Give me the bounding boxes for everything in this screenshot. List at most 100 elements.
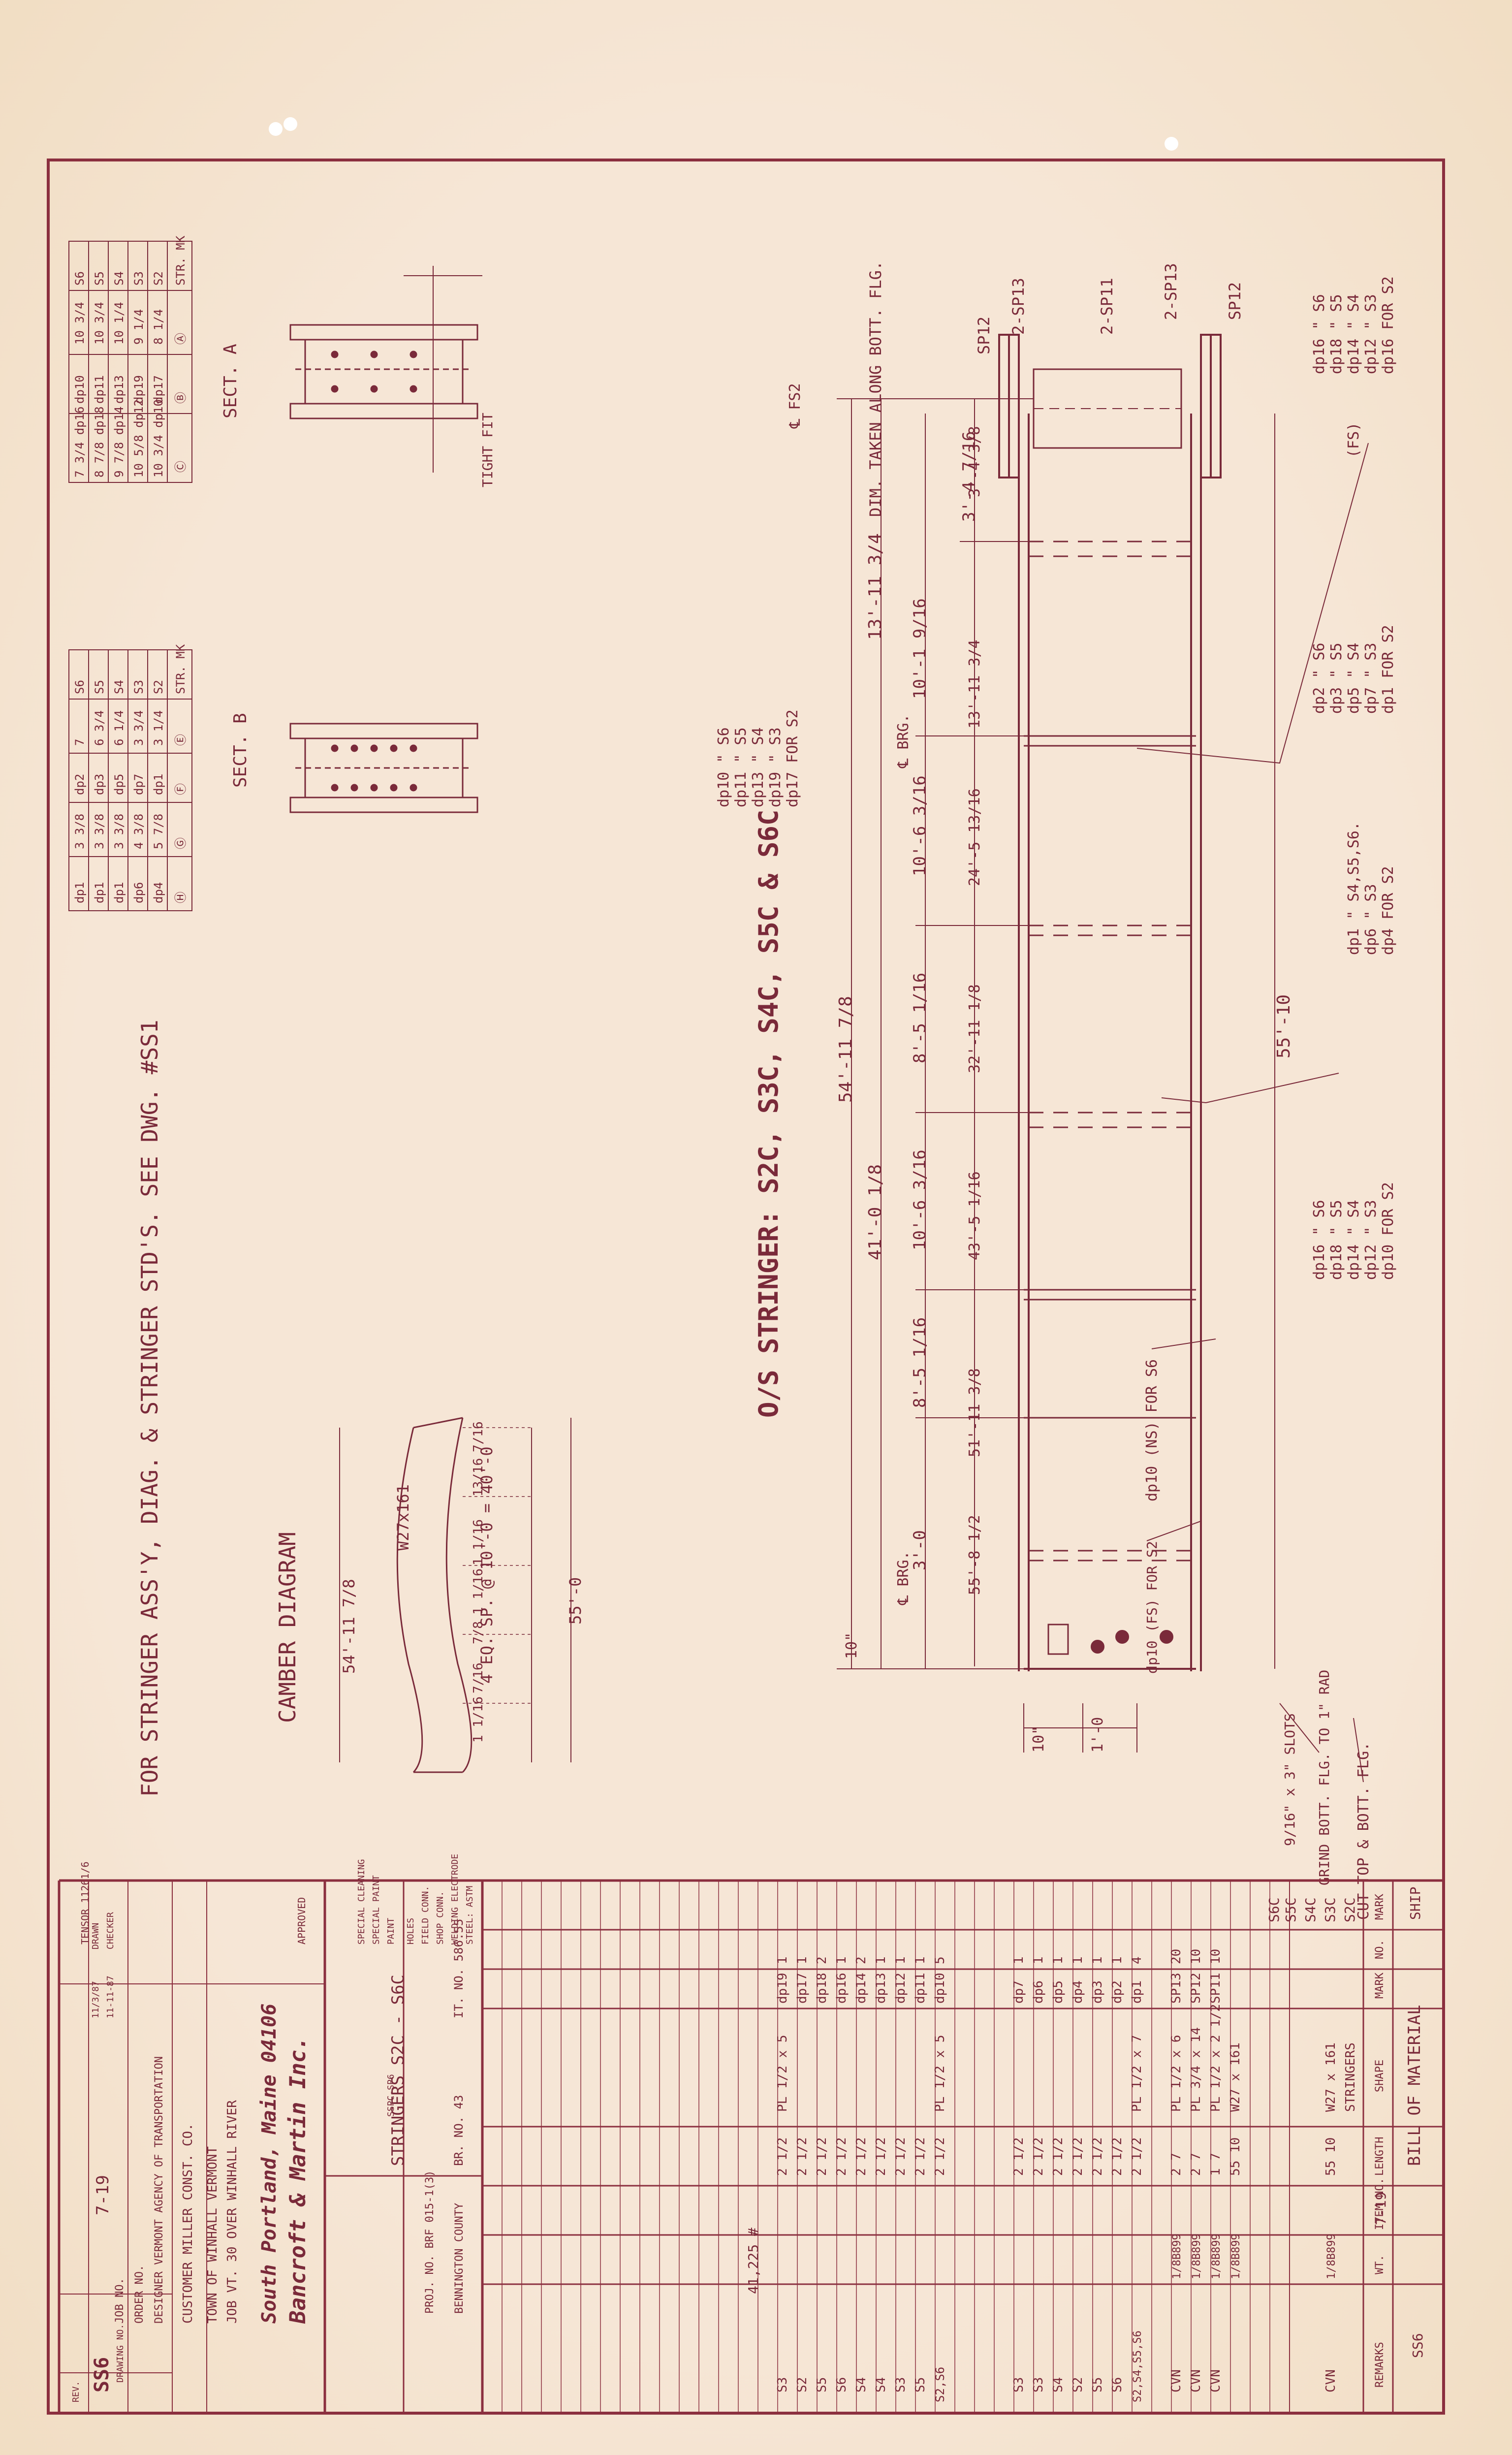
svg-text:1: 1 — [775, 1956, 790, 1964]
left-list-1: dp17 FOR S2 — [784, 709, 801, 807]
tight-fit-label: TIGHT FIT — [479, 413, 496, 487]
svg-text:dp4: dp4 — [152, 882, 165, 903]
svg-text:S3: S3 — [132, 680, 146, 694]
section-a-detail — [289, 266, 482, 473]
table-sect-a-text: STR. MK Ⓐ Ⓑ Ⓒ S2 8 1/4 dp17 10 3/4 dp10 … — [73, 235, 188, 478]
svg-text:1/8B899: 1/8B899 — [1210, 2233, 1223, 2279]
svg-text:3 3/4: 3 3/4 — [132, 710, 146, 746]
svg-text:2 1/2: 2 1/2 — [854, 2137, 869, 2176]
svg-text:S4: S4 — [874, 2377, 888, 2392]
tb-date1: 11-11-87 — [105, 1976, 116, 2018]
drawing-title: STRINGERS S2C - S6C — [388, 1975, 408, 2166]
svg-text:S5: S5 — [1090, 2377, 1105, 2392]
bom-mark-5: S6C — [1266, 1897, 1282, 1922]
ns-list3-3: dp14 " S4 — [1345, 1200, 1362, 1280]
svg-text:3 3/8: 3 3/8 — [93, 814, 106, 849]
sect-a-label: SECT. A — [220, 344, 241, 418]
svg-text:S6: S6 — [834, 2377, 849, 2392]
bill-of-material-grid — [58, 1879, 1445, 2415]
ns-list-5: dp2 " S6 — [1311, 643, 1328, 714]
dim-13: 51'-11 3/8 — [966, 1368, 983, 1457]
svg-text:1: 1 — [913, 1956, 928, 1964]
svg-text:55 10: 55 10 — [1323, 2137, 1338, 2176]
company-city: South Portland, Maine 04106 — [258, 2004, 281, 2324]
svg-text:dp4: dp4 — [1071, 1980, 1085, 2004]
svg-text:dp6: dp6 — [1031, 1980, 1046, 2004]
table-sect-b-text: STR. MK Ⓔ Ⓕ Ⓖ Ⓗ S2 3 1/4 dp1 5 7/8 dp4 S… — [73, 644, 188, 903]
svg-text:CVN: CVN — [1208, 2369, 1223, 2392]
section-b-detail — [289, 723, 478, 813]
svg-text:2 1/2: 2 1/2 — [933, 2137, 947, 2176]
svg-text:10: 10 — [1208, 1949, 1223, 1964]
svg-text:S6: S6 — [73, 271, 87, 286]
svg-text:10: 10 — [1189, 1949, 1203, 1964]
svg-text:9 1/4: 9 1/4 — [132, 309, 146, 345]
bom-h-item: ITEM NO. — [1374, 2178, 1386, 2230]
dim-12: 43'-5 1/16 — [966, 1171, 983, 1260]
svg-text:6 1/4: 6 1/4 — [112, 710, 126, 746]
svg-text:PL 1/2 x 6: PL 1/2 x 6 — [1169, 2035, 1184, 2112]
left-list-3: dp13 " S4 — [750, 727, 767, 807]
svg-text:W27 x 161: W27 x 161 — [1323, 2042, 1338, 2112]
tb-weld: WELDING ELECTRODE — [450, 1854, 460, 1945]
svg-text:STR. MK: STR. MK — [174, 235, 188, 286]
svg-text:2 1/2: 2 1/2 — [1051, 2137, 1066, 2176]
dim-5: 10'-6 3/16 — [910, 1149, 930, 1250]
ns-list-1: dp1 FOR S2 — [1380, 625, 1397, 714]
svg-text:2 1/2: 2 1/2 — [1071, 2137, 1085, 2176]
svg-text:dp5: dp5 — [112, 774, 126, 795]
dim-17: 41'-0 1/8 — [865, 1164, 885, 1260]
tb-drawing-no-label: DRAWING NO. — [115, 2324, 126, 2383]
camber-c4: 1 1/16 — [471, 1568, 486, 1615]
tb-special-paint: SPECIAL PAINT — [371, 1875, 381, 1945]
bom-h-mark: MARK — [1374, 1893, 1386, 1920]
svg-text:7 3/4 dp16: 7 3/4 dp16 — [73, 407, 87, 478]
camber-c3: 1 1/16 — [471, 1519, 486, 1565]
svg-text:1/8B899: 1/8B899 — [1171, 2233, 1183, 2279]
svg-text:S3: S3 — [132, 271, 146, 286]
tb-checker: CHECKER — [105, 1912, 116, 1949]
brg-label-2: ℄ BRG. — [895, 1551, 912, 1605]
svg-text:PL 1/2 x 2 1/2: PL 1/2 x 2 1/2 — [1208, 2004, 1223, 2112]
camber-title: CAMBER DIAGRAM — [274, 1532, 301, 1723]
left-list-2: dp19 " S3 — [767, 727, 784, 807]
svg-text:PL 1/2 x 7: PL 1/2 x 7 — [1130, 2035, 1144, 2112]
svg-text:dp3: dp3 — [93, 774, 106, 795]
svg-text:2 1/2: 2 1/2 — [1031, 2137, 1046, 2176]
svg-text:STRINGERS: STRINGERS — [1343, 2042, 1358, 2112]
svg-text:dp12: dp12 — [893, 1973, 908, 2004]
svg-text:SP13: SP13 — [1169, 1973, 1184, 2004]
svg-text:dp1: dp1 — [1130, 1980, 1144, 2004]
tb-approved: APPROVED — [296, 1897, 308, 1945]
svg-text:1: 1 — [834, 1956, 849, 1964]
ns-list3-2: dp12 " S3 — [1362, 1200, 1380, 1280]
rotated-text-layer: O/S STRINGER: S2C, S3C, S4C, S5C & S6C F… — [79, 261, 1397, 1945]
dim-11: 32'-11 1/8 — [966, 984, 983, 1073]
ns-list-2: dp7 " S3 — [1362, 643, 1380, 714]
svg-text:S6: S6 — [73, 680, 87, 694]
brg-label-1: ℄ BRG. — [895, 714, 912, 768]
bom-h-wt: WT. — [1374, 2255, 1386, 2274]
svg-text:dp13: dp13 — [112, 375, 126, 404]
svg-text:8 7/8 dp18: 8 7/8 dp18 — [93, 407, 106, 478]
tb-paint: PAINT — [386, 1918, 396, 1945]
fs-list-4: dp18 " S5 — [1328, 294, 1345, 374]
svg-text:dp13: dp13 — [874, 1973, 888, 2004]
tensor-label: TENSOR 11261/6 — [79, 1861, 91, 1945]
bom-mark-4: S5C — [1283, 1897, 1299, 1922]
tb-rev: REV. — [71, 2381, 81, 2402]
svg-text:dp1: dp1 — [93, 882, 106, 903]
svg-text:2: 2 — [854, 1956, 869, 1964]
camber-tot: 55'-0 — [566, 1577, 585, 1625]
svg-text:dp11: dp11 — [93, 375, 106, 404]
camber-c5: 7/8 — [471, 1621, 486, 1644]
tb-date2: 11/3/87 — [91, 1981, 101, 2018]
bom-mark-3: S4C — [1302, 1897, 1319, 1922]
svg-text:S2: S2 — [152, 680, 165, 694]
tb-special-cleaning: SPECIAL CLEANING — [356, 1859, 367, 1945]
svg-text:dp1: dp1 — [112, 882, 126, 903]
svg-text:6 3/4: 6 3/4 — [93, 710, 106, 746]
svg-text:2 1/2: 2 1/2 — [913, 2137, 928, 2176]
tb-county: BENNINGTON COUNTY — [453, 2203, 466, 2314]
